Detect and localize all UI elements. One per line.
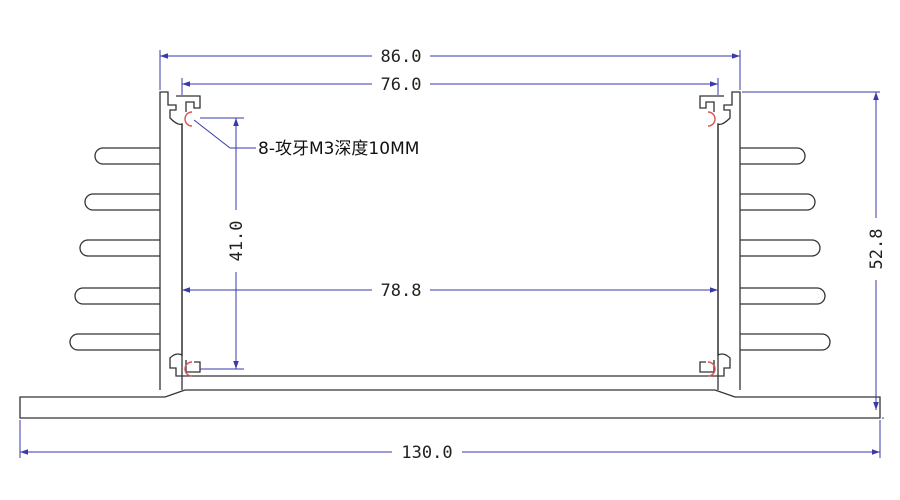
right-fins: [740, 147, 831, 351]
dim-overall-height: 52.8: [867, 229, 887, 270]
dim-inner-width: 78.8: [381, 281, 422, 301]
thread-marker-tr: [707, 111, 716, 127]
dim-inner-height: 41.0: [227, 221, 247, 262]
top-slot-left: [176, 95, 201, 112]
right-wall: [717, 91, 741, 390]
top-slot-right: [699, 95, 724, 112]
thread-markers: [184, 111, 716, 377]
dim-top-outer: 86.0: [381, 47, 422, 67]
thread-marker-bl: [184, 361, 193, 377]
heatsink-profile: [19, 91, 881, 419]
bottom-slot-left: [185, 360, 201, 373]
dim-top-inner: 76.0: [381, 75, 422, 95]
thread-marker-tl: [184, 111, 193, 127]
bottom-slot-right: [699, 360, 715, 373]
inner-cavity: [181, 124, 719, 377]
dimension-lines: [19, 50, 884, 458]
dim-base-width: 130.0: [401, 443, 452, 463]
left-wall: [159, 91, 183, 390]
thread-marker-br: [707, 361, 716, 377]
thread-note: 8-攻牙M3深度10MM: [258, 139, 419, 159]
base-plate: [19, 389, 881, 419]
left-fins: [69, 147, 160, 351]
